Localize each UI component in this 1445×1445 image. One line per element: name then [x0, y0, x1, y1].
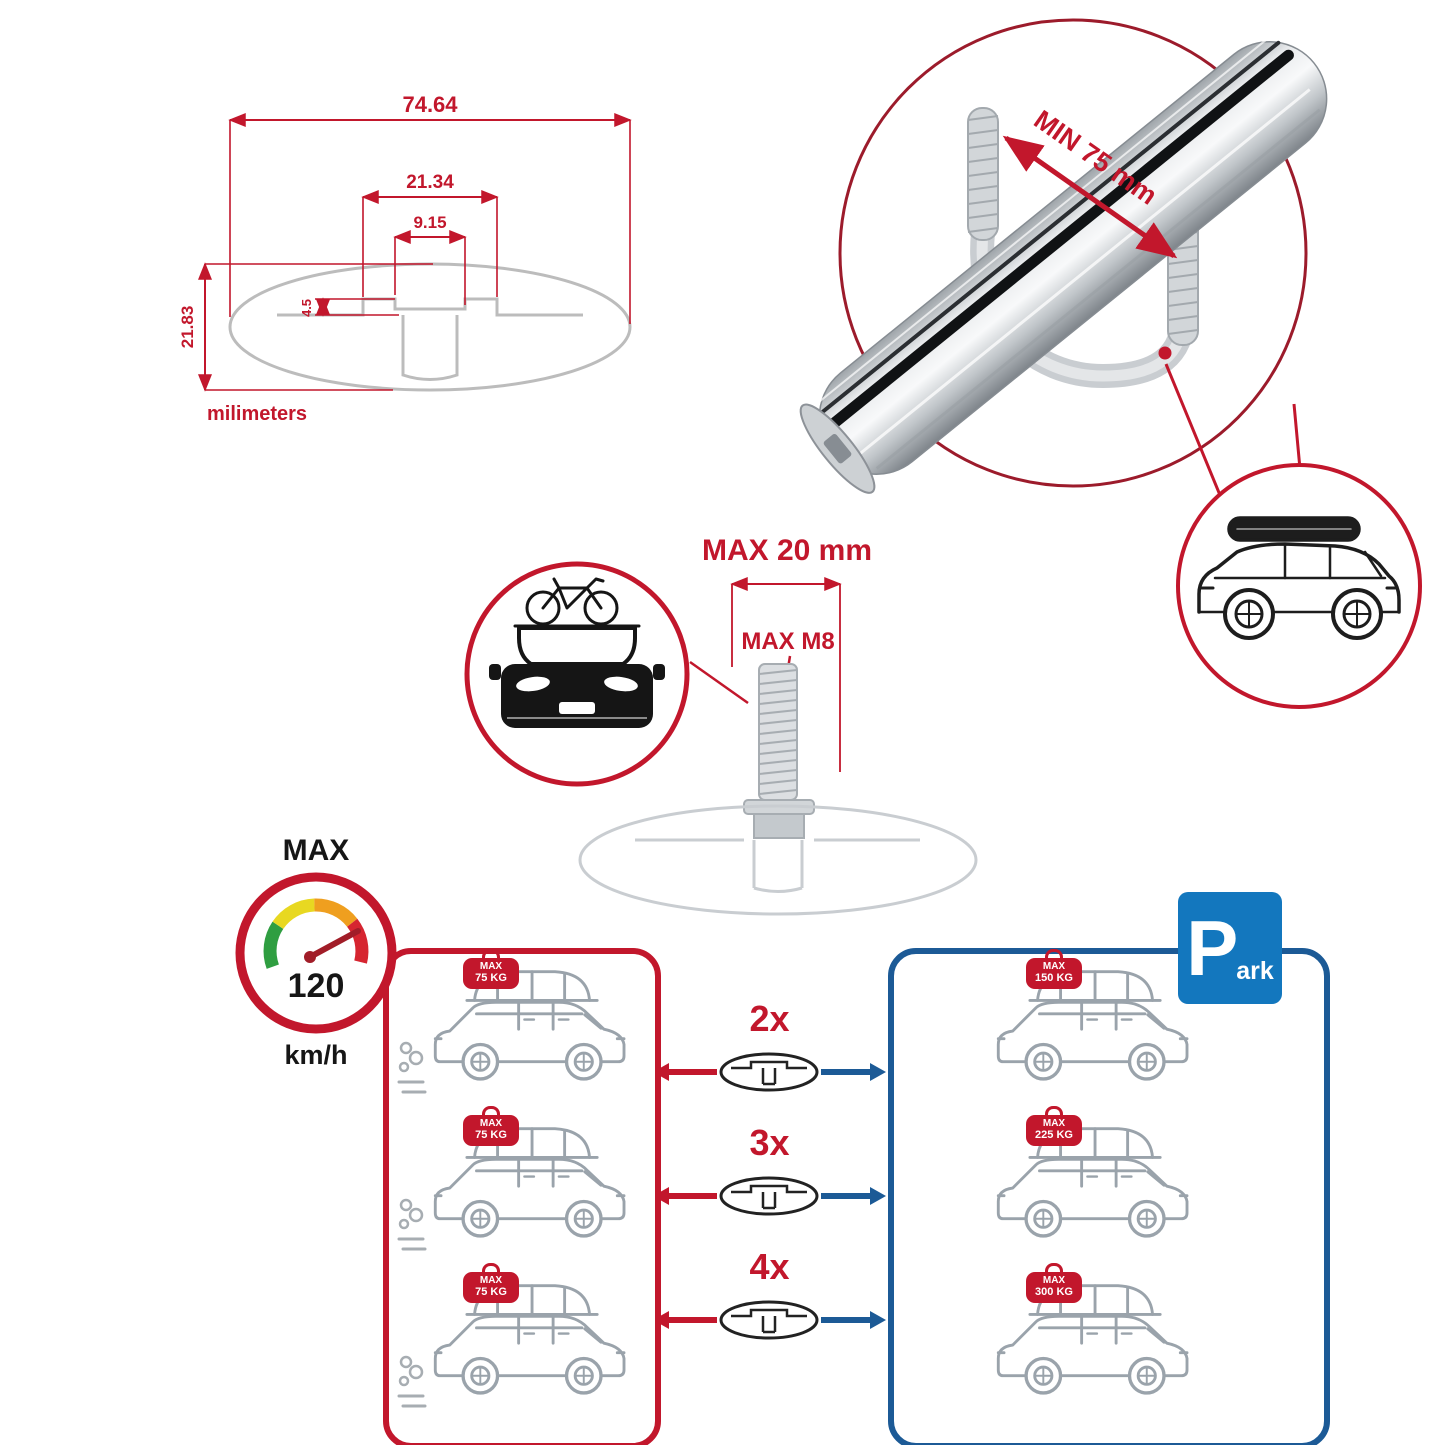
bike-car-icon — [464, 561, 690, 787]
multiplier-row: 3x — [651, 1122, 888, 1228]
suv-icon — [433, 970, 626, 1081]
cargo-tag-title: MAX — [479, 961, 503, 972]
cargo-tag-weight: 75 KG — [475, 1286, 507, 1299]
car-row: MAX 75 KG — [397, 958, 647, 1110]
clamp-point-dot — [1158, 346, 1172, 360]
car-row: MAX 150 KG — [982, 958, 1232, 1110]
parked-load-panel: MAX 150 KG MAX 225 KG MAX 300 KG — [888, 948, 1330, 1445]
parking-letter: P — [1186, 904, 1239, 992]
multiplier-label: 2x — [749, 998, 790, 1039]
suv-icon — [433, 1284, 626, 1395]
driving-load-panel: MAX 75 KG MAX 75 KG MAX 75 KG — [383, 948, 661, 1445]
cargo-tag-title: MAX — [1042, 1275, 1066, 1286]
dim-total-width: 74.64 — [402, 92, 458, 117]
cargo-tag: MAX 150 KG — [1026, 958, 1082, 989]
dim-slot-depth: 4.5 — [299, 299, 314, 317]
dim-unit-label: milimeters — [207, 403, 307, 425]
multiplier-icon — [653, 1176, 886, 1216]
speed-unit-label: km/h — [284, 1040, 348, 1070]
cargo-tag: MAX 225 KG — [1026, 1115, 1082, 1146]
aluminum-bar-icon — [799, 37, 1328, 494]
cargo-tag-weight: 225 KG — [1035, 1129, 1073, 1142]
profile-outline-icon — [228, 262, 632, 392]
cargo-tag-title: MAX — [1042, 1118, 1066, 1129]
car-row: MAX 300 KG — [982, 1272, 1232, 1424]
suv-icon — [433, 1127, 626, 1238]
cargo-tag-weight: 300 KG — [1035, 1286, 1073, 1299]
cargo-tag-title: MAX — [1042, 961, 1066, 972]
car-row: MAX 75 KG — [397, 1272, 647, 1424]
cargo-tag: MAX 300 KG — [1026, 1272, 1082, 1303]
multiplier-icon — [653, 1300, 886, 1340]
cargo-tag-weight: 150 KG — [1035, 972, 1073, 985]
suv-icon — [996, 970, 1189, 1081]
multiplier-row: 2x — [651, 998, 888, 1104]
roof-box-car-icon — [1176, 463, 1422, 709]
parking-suffix: ark — [1236, 957, 1274, 985]
multiplier-icon — [653, 1052, 886, 1092]
dim-total-height: 21.83 — [178, 306, 197, 349]
car-row: MAX 75 KG — [397, 1115, 647, 1267]
bolt-diagram: MAX 20 mm MAX M8 — [578, 534, 978, 916]
min-clamp-arrow — [1002, 135, 1178, 259]
cargo-tag-title: MAX — [479, 1118, 503, 1129]
speed-value: 120 — [288, 967, 345, 1005]
crossbar-profile-diagram: 74.64 21.34 9.15 4.5 21.83 milimeters — [178, 92, 632, 425]
dim-slot-inner: 9.15 — [413, 213, 446, 232]
detail-circle — [838, 18, 1308, 488]
suv-icon — [996, 1127, 1189, 1238]
suv-icon — [996, 1284, 1189, 1395]
profile-outline-light — [578, 804, 978, 916]
dim-slot-outer: 21.34 — [406, 172, 454, 193]
parking-sign: P ark — [1178, 892, 1282, 1004]
cargo-tag-title: MAX — [479, 1275, 503, 1286]
cargo-tag: MAX 75 KG — [463, 1272, 519, 1303]
speed-max-label: MAX — [282, 834, 350, 867]
bolt-icon — [743, 663, 815, 839]
car-row: MAX 225 KG — [982, 1115, 1232, 1267]
speedometer-icon: 120 — [235, 872, 397, 1034]
bolt-max-thread-label: MAX M8 — [741, 628, 834, 655]
cargo-tag-weight: 75 KG — [475, 972, 507, 985]
multiplier-label: 3x — [749, 1122, 790, 1163]
multiplier-row: 4x — [651, 1246, 888, 1352]
cargo-tag: MAX 75 KG — [463, 958, 519, 989]
bolt-max-length-label: MAX 20 mm — [702, 534, 872, 567]
cargo-tag: MAX 75 KG — [463, 1115, 519, 1146]
cargo-tag-weight: 75 KG — [475, 1129, 507, 1142]
multiplier-label: 4x — [749, 1246, 790, 1287]
crossbar-photo: MIN 75 mm — [799, 18, 1328, 535]
